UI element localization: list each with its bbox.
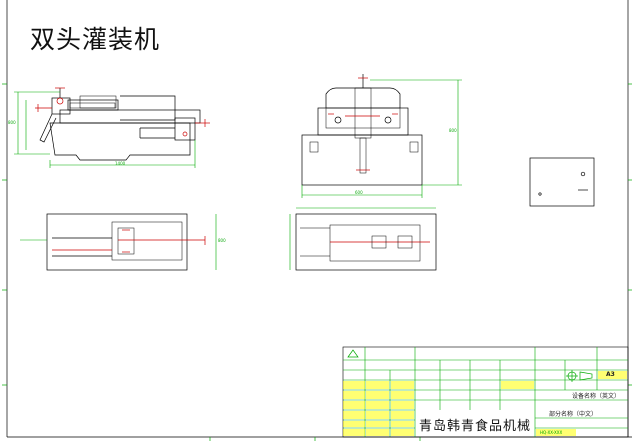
side-width-dim: 600 (355, 190, 363, 195)
front-height-dim: 800 (8, 120, 16, 125)
top-dimension-lines (20, 214, 217, 270)
title-block-fill-cells (343, 371, 627, 436)
device-name: 设备名称（英文） (572, 393, 621, 400)
top-width-dim: 800 (218, 238, 226, 243)
title-block-logo (347, 349, 593, 382)
frame-ticks (2, 83, 632, 441)
side-dimension-lines (301, 79, 462, 198)
drawing-title: 双头灌装机 (30, 25, 161, 54)
side-height-dim: 800 (449, 128, 457, 133)
drawing-number: HQ-XX-XXX (540, 430, 563, 435)
side-view (301, 74, 423, 186)
company-name: 青岛韩青食品机械 (419, 419, 532, 434)
plan-view (295, 213, 437, 271)
sheet-frame (6, 0, 632, 438)
front-view (35, 87, 210, 161)
top-view (46, 213, 206, 271)
part-name: 部分名称（中文） (549, 411, 598, 418)
sheet-size: A3 (606, 371, 615, 378)
plan-dimension-lines (289, 207, 436, 270)
box-view (529, 157, 595, 207)
front-dimension-lines (14, 91, 196, 168)
front-length-dim: 1400 (115, 161, 126, 166)
